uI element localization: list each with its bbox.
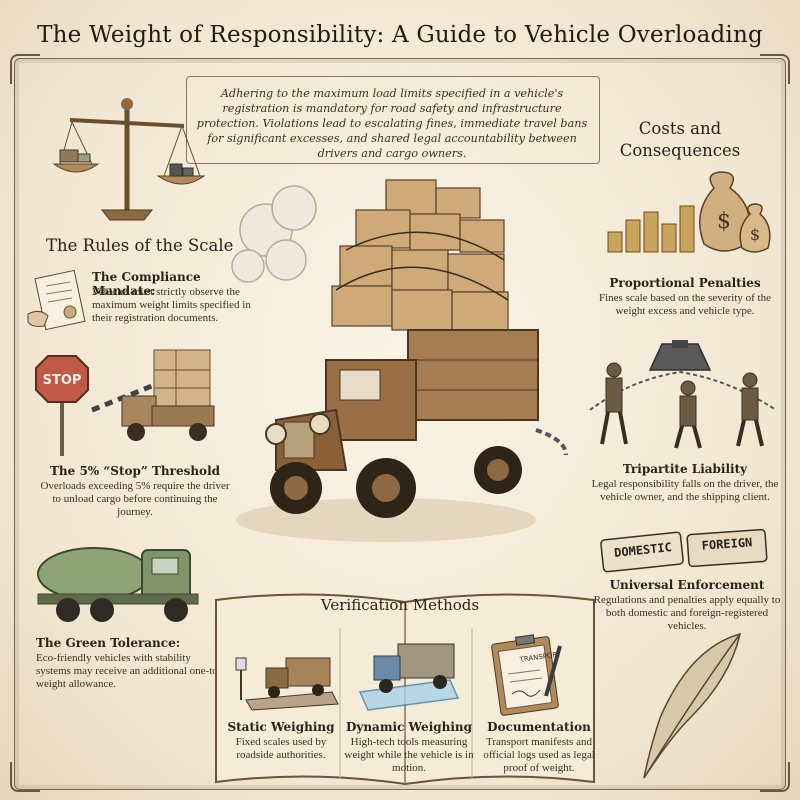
svg-text:$: $: [750, 225, 760, 244]
documentation-title: Documentation: [487, 720, 591, 734]
green-tolerance-title: The Green Tolerance:: [36, 636, 181, 650]
svg-text:$: $: [717, 209, 731, 234]
dynamic-weighing-title: Dynamic Weighing: [345, 720, 473, 734]
enforcement-title: Universal Enforcement: [609, 578, 765, 592]
right-section-heading: Costs and Consequences: [619, 119, 741, 160]
document-icon: [27, 269, 86, 331]
green-tolerance-text: Eco-friendly vehicles with stability sys…: [36, 652, 224, 690]
intro-text: Adhering to the maximum load limits spec…: [196, 87, 588, 160]
ornamental-frame: [14, 58, 786, 790]
balance-scale-icon: [52, 98, 206, 221]
overloaded-truck-small-icon: [91, 349, 215, 441]
stop-threshold-text: Overloads exceeding 5% require the drive…: [40, 480, 230, 518]
frame-corner: [10, 54, 40, 84]
clipboard-document-icon: TRANSPORT: [491, 634, 562, 716]
left-section-heading: The Rules of the Scale: [46, 236, 234, 255]
liability-text: Legal responsibility falls on the driver…: [591, 478, 779, 503]
stop-threshold-title: The 5% “Stop” Threshold: [49, 464, 221, 478]
quill-feather-icon: [643, 632, 742, 779]
compliance-title: The Compliance Mandate:: [92, 270, 201, 298]
stop-sign-label: STOP: [43, 373, 82, 388]
stop-sign-icon: STOP: [35, 355, 89, 456]
static-weighing-title: Static Weighing: [227, 720, 335, 734]
license-plates-icon: [600, 528, 768, 573]
static-weighing-text: Fixed scales used by roadside authoritie…: [235, 736, 327, 761]
dynamic-weighing-truck-icon: [358, 643, 460, 711]
compliance-text: Vehicles must strictly observe the maxim…: [92, 286, 251, 324]
frame-corner: [760, 762, 790, 792]
verification-heading: Verification Methods: [320, 596, 480, 614]
intro-banner: [186, 76, 600, 164]
liability-title: Tripartite Liability: [622, 462, 748, 476]
money-bags-icon: $ $: [607, 171, 771, 253]
page-title: The Weight of Responsibility: A Guide to…: [37, 22, 763, 48]
overloaded-vintage-truck-icon: [231, 179, 568, 542]
dynamic-weighing-text: High-tech tools measuring weight while t…: [344, 736, 474, 774]
documentation-text: Transport manifests and official logs us…: [483, 736, 595, 774]
frame-corner: [760, 54, 790, 84]
frame-corner: [10, 762, 40, 792]
penalties-title: Proportional Penalties: [609, 276, 761, 290]
penalties-text: Fines scale based on the severity of the…: [599, 292, 771, 317]
chained-men-weight-icon: [589, 340, 777, 449]
green-tanker-truck-icon: [37, 547, 199, 622]
static-scale-truck-icon: [235, 657, 339, 711]
enforcement-text: Regulations and penalties apply equally …: [593, 594, 781, 632]
